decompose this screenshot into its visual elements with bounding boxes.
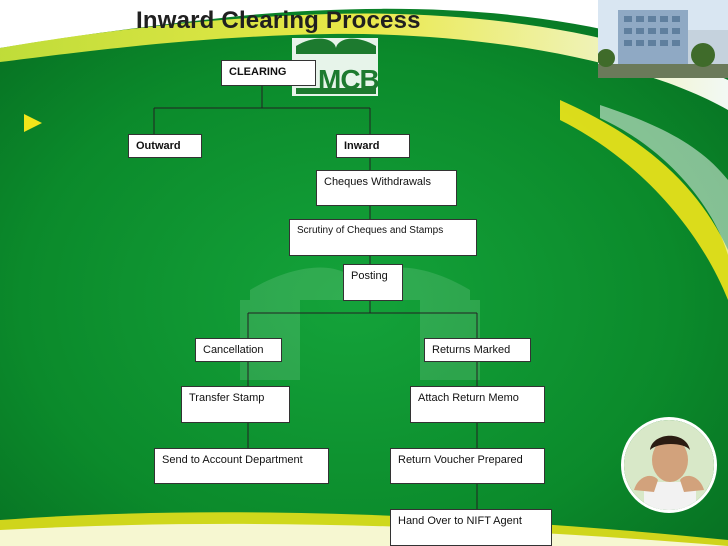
node-cheques-withdrawals: Cheques Withdrawals	[316, 170, 457, 206]
building-photo	[598, 0, 728, 78]
slide-title: Inward Clearing Process	[136, 7, 421, 34]
node-inward: Inward	[336, 134, 410, 158]
presenter-photo	[621, 417, 717, 513]
node-scrutiny: Scrutiny of Cheques and Stamps	[289, 219, 477, 256]
node-transfer-stamp: Transfer Stamp	[181, 386, 290, 423]
mcb-logo-text: MCB	[318, 64, 380, 95]
node-posting: Posting	[343, 264, 403, 301]
node-send-to-account: Send to Account Department	[154, 448, 329, 484]
node-attach-return-memo: Attach Return Memo	[410, 386, 545, 423]
node-cancellation: Cancellation	[195, 338, 282, 362]
node-clearing: CLEARING	[221, 60, 316, 86]
node-return-voucher: Return Voucher Prepared	[390, 448, 545, 484]
node-hand-over-nift: Hand Over to NIFT Agent	[390, 509, 552, 546]
node-returns-marked: Returns Marked	[424, 338, 531, 362]
node-outward: Outward	[128, 134, 202, 158]
play-triangle-icon	[24, 114, 42, 132]
